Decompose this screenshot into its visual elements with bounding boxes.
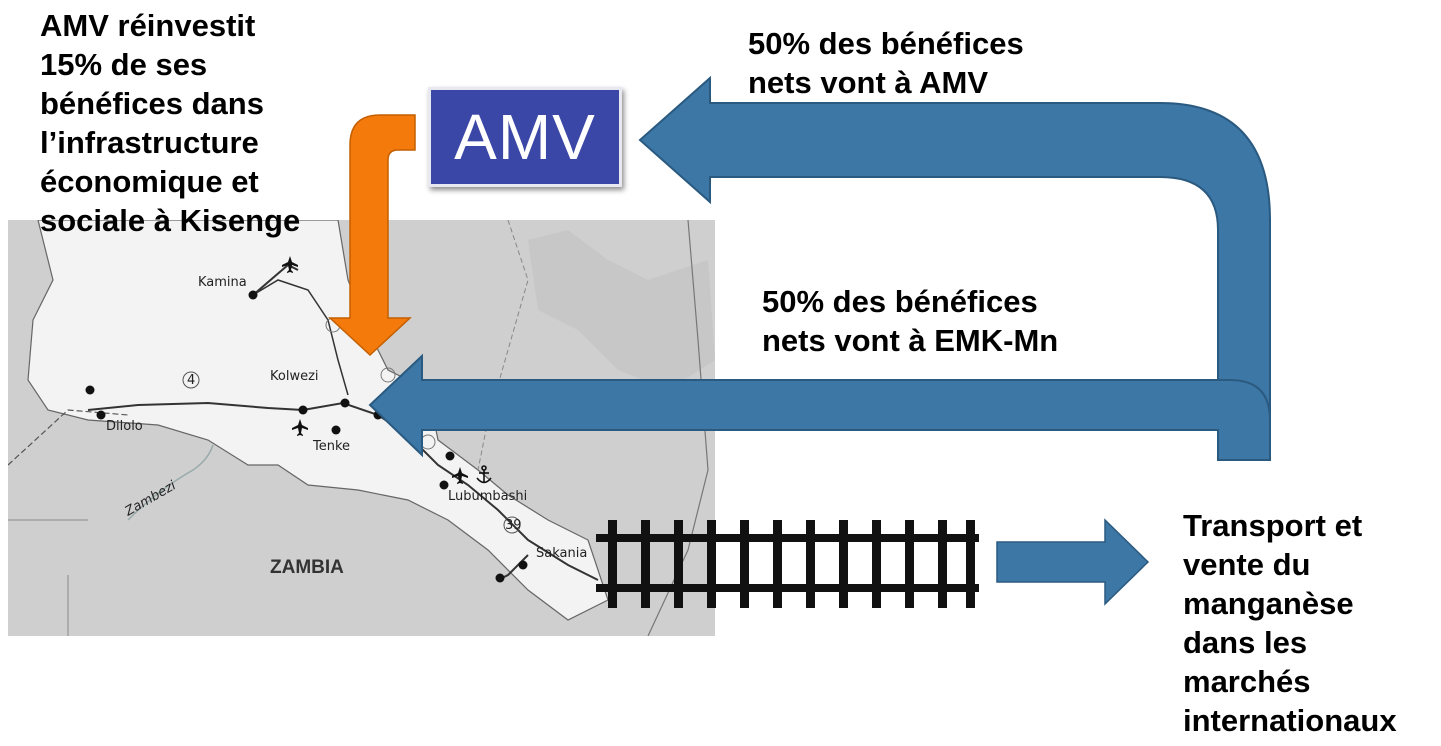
text-line: manganèse [1183, 586, 1354, 621]
route-4-label: 4 [187, 373, 195, 388]
amv-reinvest-text: AMV réinvestit 15% de ses bénéfices dans… [40, 6, 300, 240]
text-line: 50% des bénéfices [762, 284, 1038, 319]
airport-icon [452, 467, 468, 484]
city-label-tenke: Tenke [312, 439, 350, 454]
city-label-sakania: Sakania [536, 546, 587, 561]
text-line: Transport et [1183, 508, 1363, 543]
text-line: marchés [1183, 664, 1311, 699]
text-line: dans les [1183, 625, 1308, 660]
city-label-kamina: Kamina [198, 275, 247, 290]
text-line: 50% des bénéfices [748, 26, 1024, 61]
airport-icon [282, 256, 298, 273]
text-line: sociale à Kisenge [40, 203, 301, 238]
text-line: 15% de ses [40, 47, 208, 82]
amv-profit-text: 50% des bénéfices nets vont à AMV [748, 24, 1024, 102]
city-label-kolwezi: Kolwezi [270, 369, 319, 384]
arrow-to-emk-mn [368, 353, 1271, 461]
text-line: vente du [1183, 547, 1311, 582]
airport-icon [292, 419, 308, 436]
text-line: internationaux [1183, 703, 1397, 738]
anchor-icon [476, 465, 492, 484]
railway-track-icon [596, 520, 979, 608]
text-line: économique et [40, 164, 259, 199]
arrow-amv-reinvest [328, 114, 416, 357]
city-label-lubumbashi: Lubumbashi [448, 489, 527, 504]
route-39-label: 39 [505, 518, 522, 533]
city-label-dilolo: Dilolo [106, 419, 143, 434]
country-label-zambia: ZAMBIA [270, 557, 344, 578]
transport-text: Transport et vente du manganèse dans les… [1183, 506, 1397, 740]
arrow-to-transport [996, 518, 1150, 606]
amv-box-label: AMV [454, 101, 596, 173]
text-line: AMV réinvestit [40, 8, 256, 43]
amv-box: AMV [428, 87, 622, 187]
text-line: nets vont à EMK-Mn [762, 323, 1059, 358]
text-line: l’infrastructure [40, 125, 259, 160]
text-line: bénéfices dans [40, 86, 264, 121]
text-line: nets vont à AMV [748, 65, 988, 100]
arrow-to-amv [638, 75, 1271, 461]
emk-profit-text: 50% des bénéfices nets vont à EMK-Mn [762, 282, 1058, 360]
